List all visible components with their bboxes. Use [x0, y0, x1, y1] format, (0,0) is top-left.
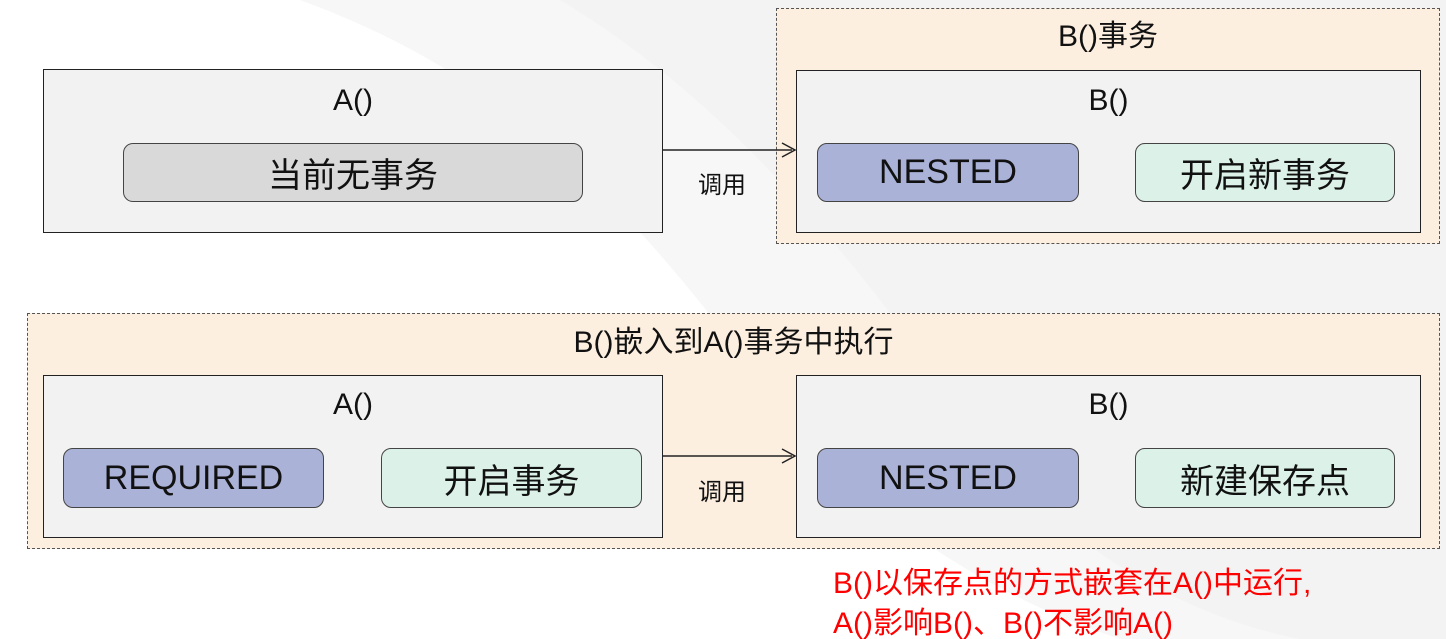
bottom-b-savepoint-pill: 新建保存点: [1135, 448, 1395, 508]
note-line-1: B()以保存点的方式嵌套在A()中运行,: [833, 567, 1312, 600]
top-a-no-transaction-pill: 当前无事务: [123, 143, 583, 202]
bottom-call-arrow: [662, 448, 797, 464]
top-frame-title: B()事务: [1058, 20, 1158, 53]
bottom-method-b-title: B(): [1088, 388, 1129, 421]
bottom-b-nested-pill: NESTED: [817, 448, 1079, 508]
bottom-frame-title: B()嵌入到A()事务中执行: [573, 326, 894, 359]
bottom-a-required-pill: REQUIRED: [63, 448, 324, 508]
top-method-a-title: A(): [333, 84, 373, 117]
top-b-nested-pill: NESTED: [817, 143, 1079, 202]
bottom-call-label: 调用: [698, 479, 746, 506]
bottom-a-start-transaction-pill: 开启事务: [381, 448, 642, 508]
top-method-b-title: B(): [1088, 84, 1129, 117]
bottom-method-a-title: A(): [333, 388, 373, 421]
top-call-arrow: [662, 142, 797, 158]
top-b-new-transaction-pill: 开启新事务: [1135, 143, 1395, 202]
note-line-2: A()影响B()、B()不影响A(): [833, 607, 1173, 639]
savepoint-note: B()以保存点的方式嵌套在A()中运行, A()影响B()、B()不影响A(): [833, 564, 1433, 639]
top-call-label: 调用: [698, 172, 746, 199]
